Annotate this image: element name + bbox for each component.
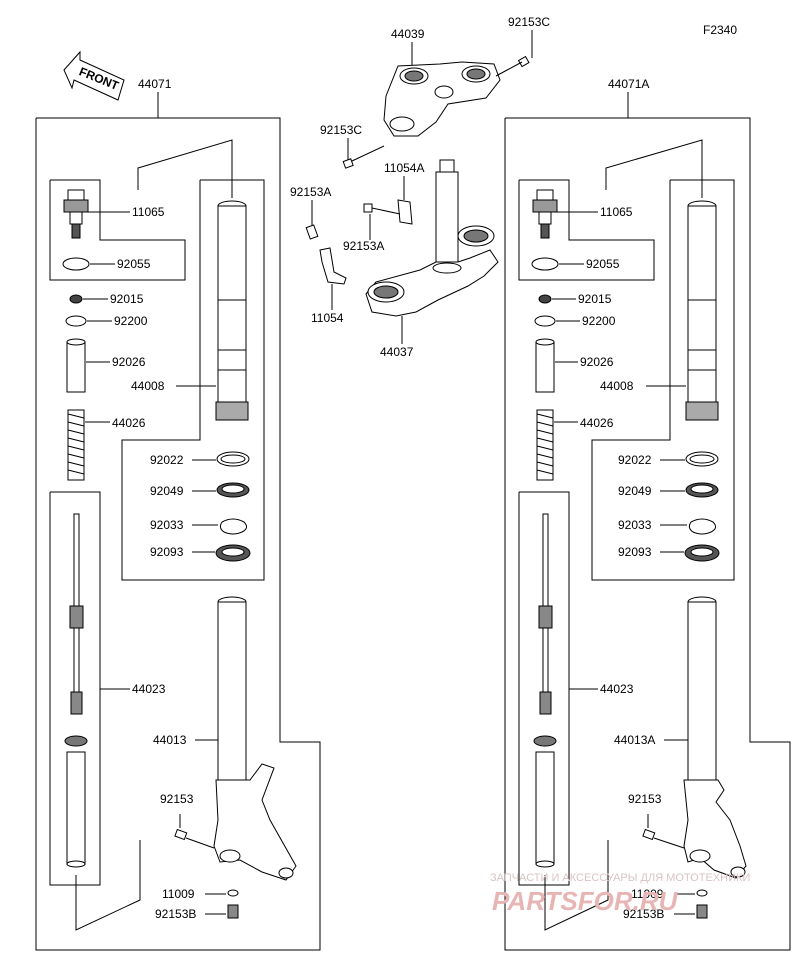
label-11054: 11054 xyxy=(311,311,344,325)
label-L-92049: 92049 xyxy=(150,484,184,498)
part-11065-r: 11065 xyxy=(532,189,633,239)
part-44023: 44023 xyxy=(64,513,166,868)
label-44039: 44039 xyxy=(391,27,425,41)
part-92026-r: 92026 xyxy=(535,338,614,393)
part-11054 xyxy=(319,247,347,285)
label-92153C-top: 92153C xyxy=(508,15,550,29)
label-L-11009: 11009 xyxy=(162,887,195,901)
part-92026: 92026 xyxy=(66,338,146,393)
label-R-92033: 92033 xyxy=(618,518,652,532)
label-R-92049: 92049 xyxy=(618,484,652,498)
diagram-code: F2340 xyxy=(703,23,737,37)
label-R-92026: 92026 xyxy=(580,355,614,369)
part-92153b-right: 92153B xyxy=(623,904,708,921)
label-L-92153B: 92153B xyxy=(155,907,196,921)
label-L-92153: 92153 xyxy=(160,792,194,806)
label-R-92015: 92015 xyxy=(578,292,612,306)
part-92015: 92015 xyxy=(69,292,144,306)
part-44026: 44026 xyxy=(67,409,146,481)
part-44023-r: 44023 xyxy=(533,513,634,868)
watermark: ЗАПЧАСТИ И АКСЕССУАРЫ ДЛЯ МОТОТЕХНИКИ PA… xyxy=(490,872,750,916)
label-92153A-mid: 92153A xyxy=(343,239,384,253)
part-92153a-mid xyxy=(363,203,401,215)
label-L-44013: 44013 xyxy=(153,733,187,747)
label-44071: 44071 xyxy=(138,77,172,91)
label-R-92022: 92022 xyxy=(618,453,652,467)
part-92049: 92049 xyxy=(150,482,250,498)
label-L-92200: 92200 xyxy=(114,314,148,328)
label-R-11065: 11065 xyxy=(600,205,633,219)
label-R-92153B: 92153B xyxy=(623,907,664,921)
label-R-92200: 92200 xyxy=(582,314,616,328)
label-L-92022: 92022 xyxy=(150,453,184,467)
label-L-44008: 44008 xyxy=(131,379,165,393)
part-92153a-left xyxy=(305,224,319,240)
label-R-44008: 44008 xyxy=(600,379,634,393)
label-11054A: 11054A xyxy=(384,161,424,175)
label-R-44023: 44023 xyxy=(600,682,634,696)
label-L-11065: 11065 xyxy=(132,205,165,219)
part-92153-left: 92153 xyxy=(160,792,215,849)
part-92055-r: 92055 xyxy=(531,257,620,271)
part-92033: 92033 xyxy=(150,518,248,535)
front-arrow-icon: FRONT xyxy=(63,50,125,101)
part-92200: 92200 xyxy=(65,314,148,328)
part-11009-left: 11009 xyxy=(162,887,239,901)
label-R-44013A: 44013A xyxy=(614,733,655,747)
watermark-line2: PARTSFOR.RU xyxy=(492,886,679,916)
part-92093-r: 92093 xyxy=(618,544,720,562)
part-44008-r: 44008 xyxy=(600,200,719,421)
label-L-92026: 92026 xyxy=(112,355,146,369)
label-L-92015: 92015 xyxy=(110,292,144,306)
part-44013: 44013 xyxy=(153,596,297,881)
part-92022: 92022 xyxy=(150,451,250,467)
part-92200-r: 92200 xyxy=(534,314,616,328)
part-92015-r: 92015 xyxy=(538,292,612,306)
right-fork-assembly: 44071A 11065 92055 92015 92200 xyxy=(504,77,791,951)
label-L-92093: 92093 xyxy=(150,545,184,559)
part-92153b-left: 92153B xyxy=(155,904,239,921)
part-92153-right: 92153 xyxy=(628,792,685,849)
label-R-92093: 92093 xyxy=(618,545,652,559)
part-92022-r: 92022 xyxy=(618,451,719,467)
part-92055: 92055 xyxy=(62,257,151,271)
label-44037: 44037 xyxy=(380,345,414,359)
steering-stem-assembly: 44039 92153C 92153C 11054A 92153A xyxy=(290,15,550,359)
label-L-92055: 92055 xyxy=(117,257,151,271)
part-92153c-left xyxy=(342,145,385,169)
label-L-92033: 92033 xyxy=(150,518,184,532)
part-44037 xyxy=(365,159,499,317)
part-11009-right: 11009 xyxy=(631,887,708,901)
left-fork-assembly: 44071 11065 92055 9 xyxy=(35,77,321,951)
part-44026-r: 44026 xyxy=(536,409,614,481)
part-11065: 11065 xyxy=(63,189,165,239)
label-R-92153: 92153 xyxy=(628,792,662,806)
watermark-line1: ЗАПЧАСТИ И АКСЕССУАРЫ ДЛЯ МОТОТЕХНИКИ xyxy=(490,872,750,884)
label-R-11009: 11009 xyxy=(631,887,664,901)
part-44013a: 44013A xyxy=(614,596,747,879)
label-L-44023: 44023 xyxy=(132,682,166,696)
label-44071A: 44071A xyxy=(608,77,649,91)
label-92153C-left: 92153C xyxy=(320,123,362,137)
label-R-92055: 92055 xyxy=(586,257,620,271)
part-44008: 44008 xyxy=(131,200,249,421)
part-44039 xyxy=(383,55,530,137)
label-R-44026: 44026 xyxy=(580,416,614,430)
part-92049-r: 92049 xyxy=(618,482,719,498)
label-L-44026: 44026 xyxy=(112,416,146,430)
part-11054a xyxy=(397,199,413,225)
part-92033-r: 92033 xyxy=(618,518,717,535)
part-92093: 92093 xyxy=(150,544,251,562)
label-92153A-left: 92153A xyxy=(290,185,331,199)
